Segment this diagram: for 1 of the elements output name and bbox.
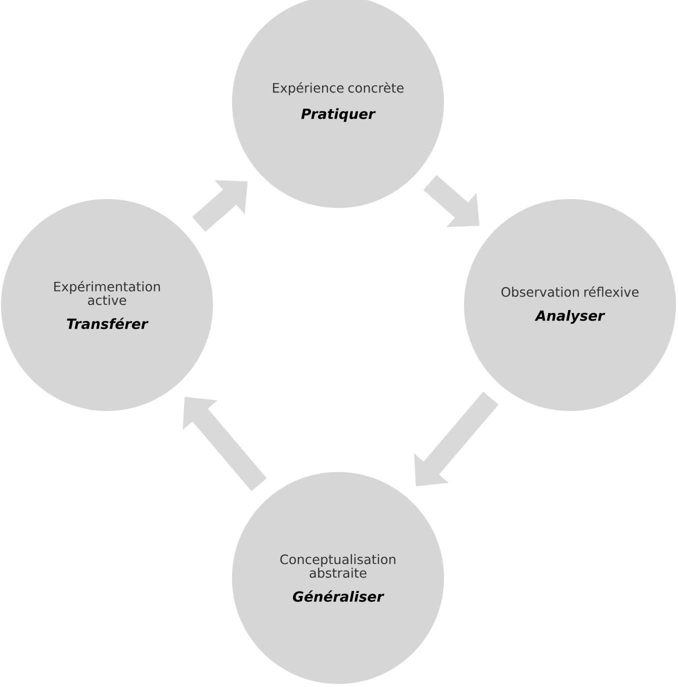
block-arrow [414, 392, 498, 486]
